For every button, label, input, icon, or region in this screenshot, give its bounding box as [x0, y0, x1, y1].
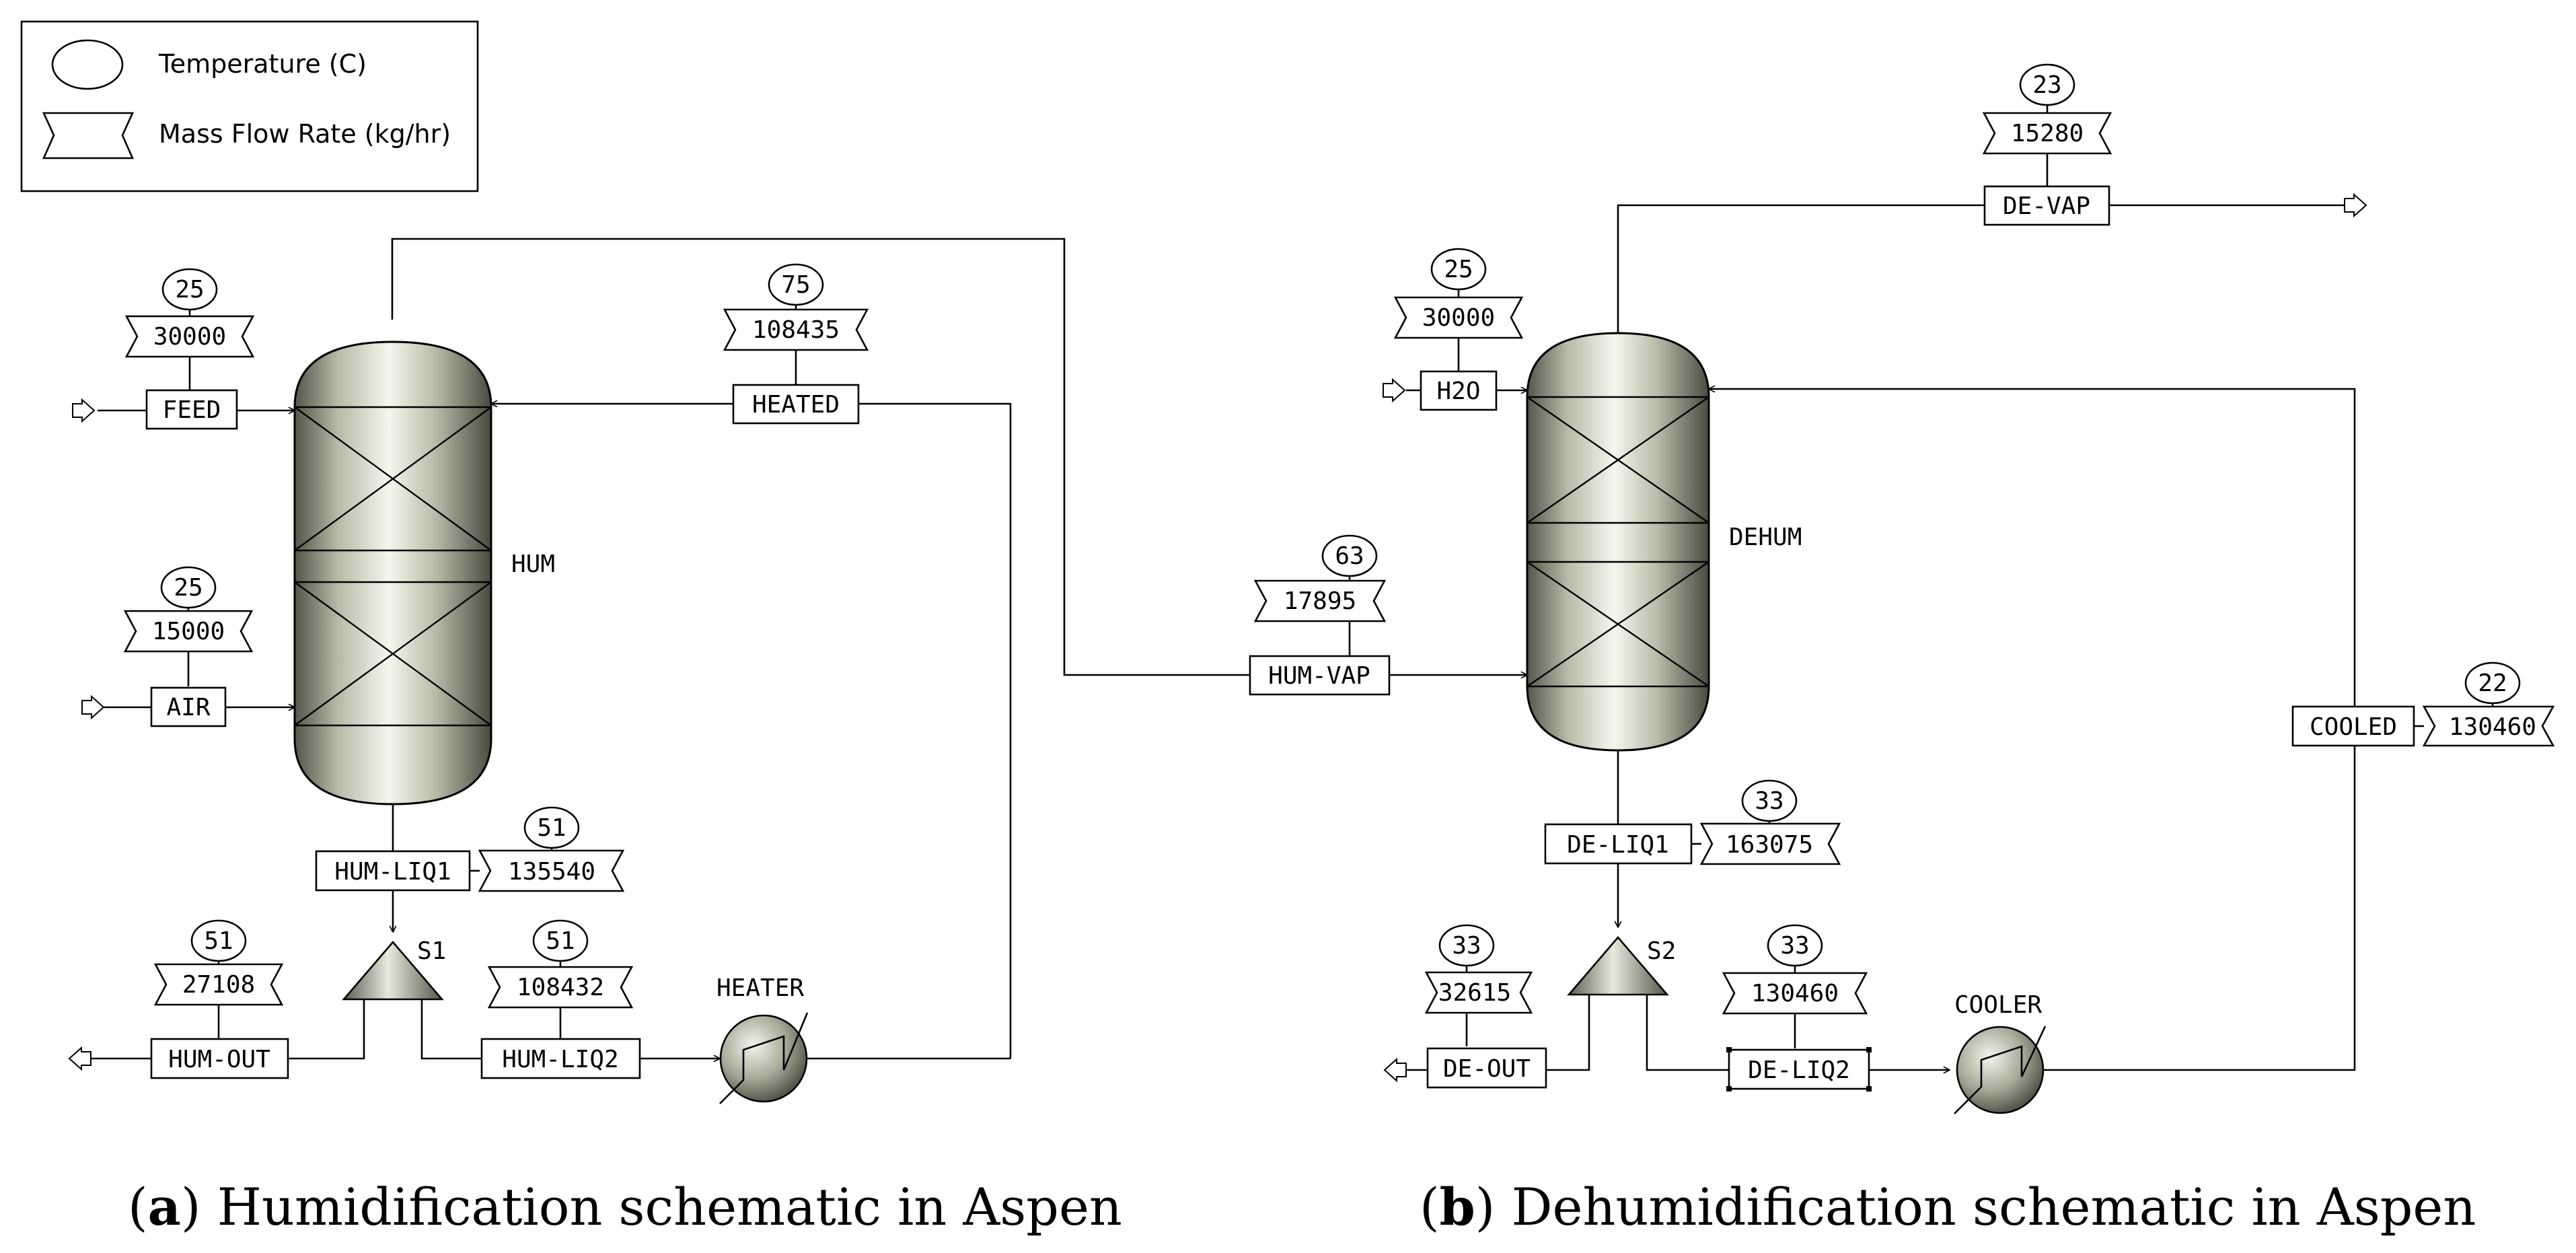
s2-splitter[interactable] [1567, 936, 1669, 996]
stream-hum-liq1[interactable]: HUM-LIQ1 135540 51 [315, 806, 625, 892]
h2o-stream-label: H2O [1436, 378, 1480, 405]
dehum-column[interactable] [1526, 332, 1710, 752]
de-out-product-arrow-icon [1383, 1057, 1407, 1083]
caption-a: (a) Humidification schematic in Aspen [128, 1177, 1122, 1237]
legend-mass-flow-label: Mass Flow Rate (kg/hr) [159, 119, 451, 149]
cooler-exchanger[interactable] [1954, 1026, 2047, 1114]
stream-de-out[interactable]: 33 32615 DE-OUT [1424, 924, 1547, 1089]
air-stream-label: AIR [166, 694, 210, 721]
de-liq2-stream-label: DE-LIQ2 [1748, 1057, 1850, 1084]
h2o-temperature: 25 [1444, 256, 1473, 283]
stream-h2o[interactable]: 25 30000 H2O [1393, 248, 1524, 411]
dehumidification-panel: DEHUM S2 COOLER 25 30000 H2O 23 [1383, 63, 2555, 1114]
hum-out-mass-flow: 27108 [182, 971, 255, 999]
de-liq1-temperature: 33 [1755, 787, 1783, 815]
dehum-block-label: DEHUM [1729, 524, 1802, 551]
stream-de-liq2[interactable]: 33 130460 DE-LIQ2 [1722, 924, 1872, 1091]
cooled-mass-flow: 130460 [2449, 713, 2536, 741]
stream-cooled[interactable]: COOLED 130460 22 [2291, 661, 2555, 747]
de-out-mass-flow: 32615 [1438, 979, 1511, 1007]
feed-temperature: 25 [175, 276, 204, 303]
de-vap-line [1617, 204, 2345, 333]
stream-feed[interactable]: 25 30000 FEED [124, 268, 255, 430]
de-vap-stream-label: DE-VAP [2003, 192, 2090, 220]
legend-mass-flow-symbol [42, 112, 135, 159]
legend: Temperature (C) Mass Flow Rate (kg/hr) [20, 20, 479, 192]
cooled-temperature: 22 [2478, 670, 2507, 697]
air-source-arrow-icon [81, 694, 105, 720]
hum-vap-mass-flow: 17895 [1284, 587, 1356, 615]
heater-block-label: HEATER [716, 974, 804, 1002]
hum-liq1-temperature: 51 [537, 814, 566, 842]
cooled-stream-label: COOLED [2310, 713, 2397, 741]
hum-out-temperature: 51 [204, 927, 233, 955]
stream-hum-out[interactable]: 51 27108 HUM-OUT [150, 919, 289, 1079]
s1-splitter[interactable] [342, 941, 444, 1001]
hum-liq1-stream-label: HUM-LIQ1 [334, 858, 451, 886]
feed-stream-label: FEED [163, 396, 221, 424]
hum-vap-stream-label: HUM-VAP [1268, 662, 1370, 690]
cooler-block-label: COOLER [1954, 991, 2042, 1019]
cooled-line [1709, 389, 2356, 1071]
stream-de-vap[interactable]: 23 15280 DE-VAP [1982, 63, 2112, 226]
humidification-panel: HUM S1 HEATER 25 30000 FEED 25 [68, 238, 1527, 1104]
de-liq1-mass-flow: 163075 [1726, 831, 1813, 859]
hum-vap-temperature: 63 [1335, 542, 1364, 570]
de-liq2-mass-flow: 130460 [1751, 980, 1839, 1007]
hum-column[interactable] [293, 341, 492, 806]
stream-hum-liq2[interactable]: 51 108432 HUM-LIQ2 [480, 919, 641, 1079]
heated-stream-label: HEATED [752, 391, 840, 419]
hum-liq2-stream-label: HUM-LIQ2 [502, 1046, 618, 1073]
de-vap-mass-flow: 15280 [2011, 120, 2084, 147]
hum-liq2-temperature: 51 [546, 927, 575, 955]
hum-out-stream-label: HUM-OUT [168, 1046, 270, 1073]
heated-line [491, 404, 1012, 1059]
h2o-mass-flow: 30000 [1422, 304, 1495, 332]
heated-temperature: 75 [781, 271, 810, 299]
air-temperature: 25 [174, 574, 203, 602]
caption-b: (b) Dehumidification schematic in Aspen [1420, 1177, 2476, 1237]
hum-vap-line [391, 238, 1527, 675]
h2o-source-arrow-icon [1383, 378, 1406, 403]
feed-mass-flow: 30000 [153, 323, 226, 351]
de-liq1-stream-label: DE-LIQ1 [1567, 831, 1669, 859]
stream-hum-vap[interactable]: 63 17895 HUM-VAP [1249, 534, 1391, 696]
stream-de-liq1[interactable]: DE-LIQ1 163075 33 [1544, 779, 1841, 865]
s1-block-label: S1 [417, 937, 446, 965]
stream-heated[interactable]: 75 108435 HEATED [723, 263, 869, 425]
de-out-stream-label: DE-OUT [1443, 1055, 1531, 1083]
hum-out-product-arrow-icon [68, 1046, 91, 1071]
hum-liq2-mass-flow: 108432 [517, 974, 604, 1001]
stream-air[interactable]: 25 15000 AIR [123, 566, 254, 727]
heater-exchanger[interactable] [719, 1012, 809, 1104]
s2-block-label: S2 [1647, 937, 1676, 965]
de-vap-temperature: 23 [2032, 71, 2061, 99]
de-vap-product-arrow-icon [2344, 192, 2367, 218]
de-out-temperature: 33 [1452, 932, 1481, 960]
feed-source-arrow-icon [72, 398, 96, 423]
air-mass-flow: 15000 [152, 618, 225, 645]
legend-temperature-symbol [51, 39, 124, 90]
legend-temperature-label: Temperature (C) [158, 49, 367, 79]
hum-liq1-mass-flow: 135540 [508, 858, 595, 886]
hum-block-label: HUM [511, 550, 555, 578]
de-liq2-temperature: 33 [1780, 932, 1809, 960]
heated-mass-flow: 108435 [752, 316, 840, 344]
